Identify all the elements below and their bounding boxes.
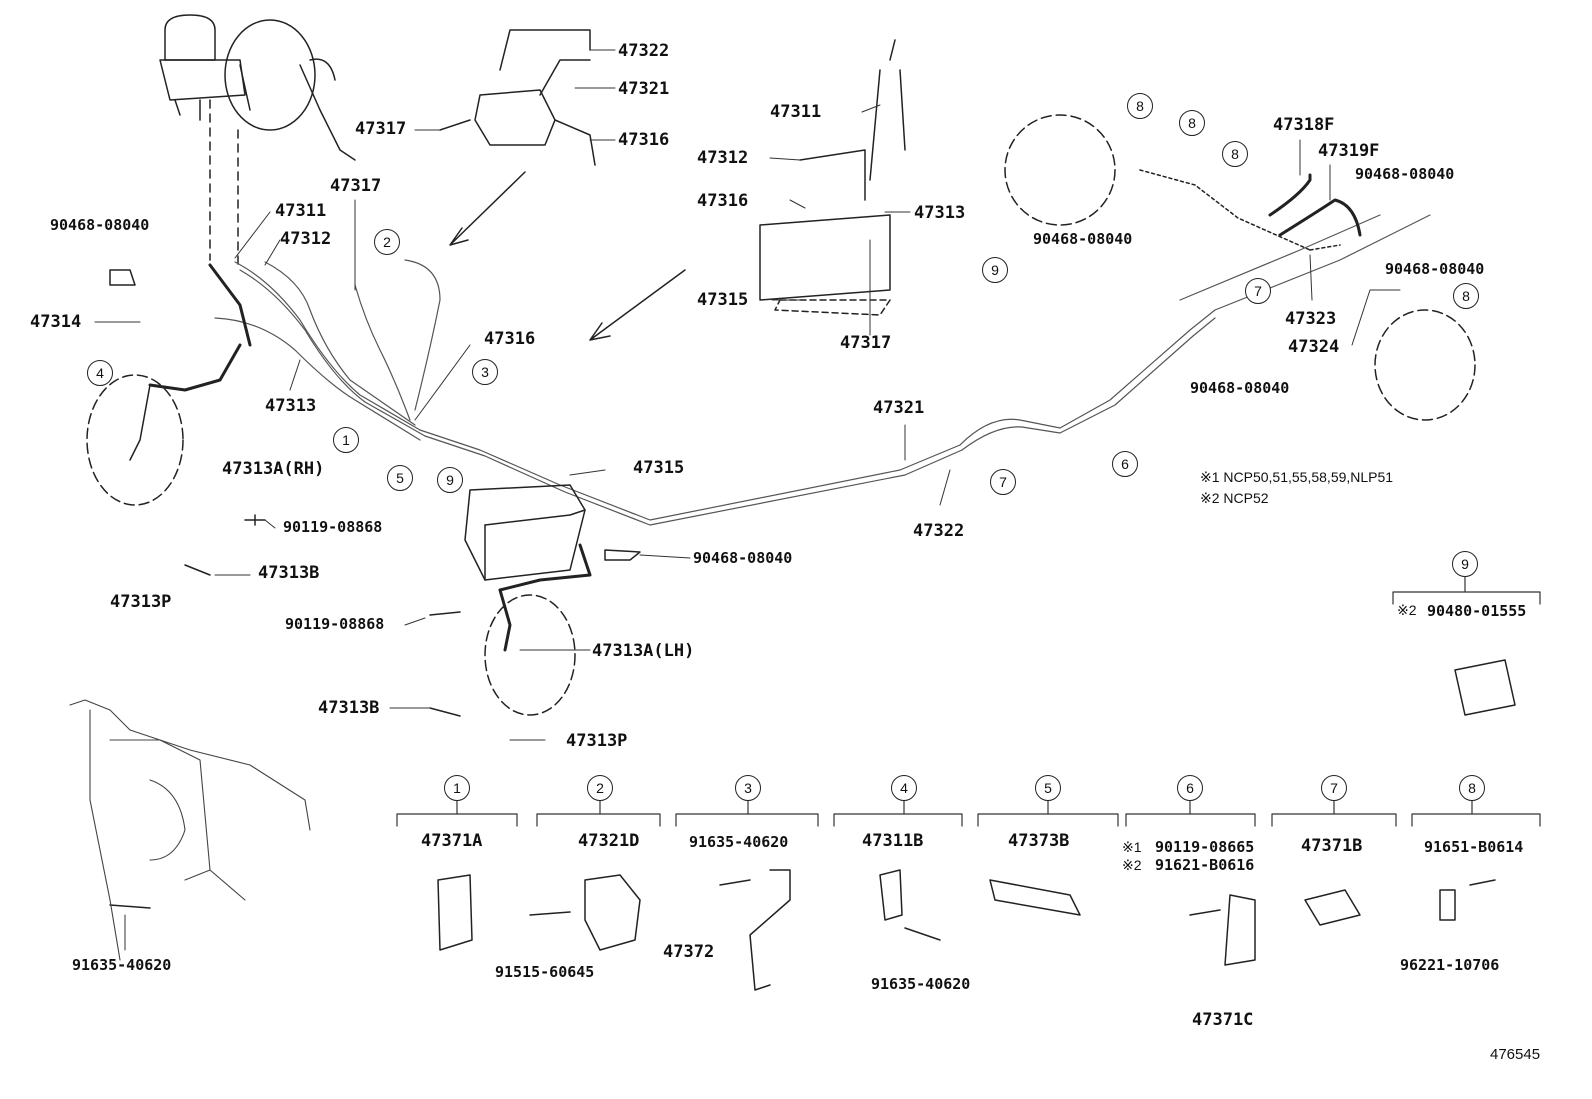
tube-bundle-left xyxy=(214,259,1216,526)
leader-lines xyxy=(94,49,1401,951)
callout-47316-top: 47316 xyxy=(618,130,670,150)
callout-47316-inset: 47316 xyxy=(697,191,749,211)
callout-90468-mid: 90468-08040 xyxy=(693,549,793,567)
master-cylinder-illustration xyxy=(159,14,356,161)
ref-circle-8a: 8 xyxy=(1127,93,1153,119)
valve-illustration xyxy=(439,29,596,166)
inset-bracket-illustration xyxy=(759,39,906,316)
legend-part-91635-4: 91635-40620 xyxy=(871,975,971,993)
callout-47322-top: 47322 xyxy=(618,41,670,61)
callout-47319f: 47319F xyxy=(1318,141,1380,161)
callout-91635-bl: 91635-40620 xyxy=(72,956,172,974)
callout-90468-r2: 90468-08040 xyxy=(1033,230,1133,248)
figure-number: 476545 xyxy=(1490,1046,1541,1063)
legend-brackets xyxy=(396,576,1541,827)
legend-part-47371b: 47371B xyxy=(1301,836,1363,856)
ref-circle-8b: 8 xyxy=(1179,110,1205,136)
callout-90468-ul: 90468-08040 xyxy=(50,216,150,234)
body-panel-illustration xyxy=(69,699,311,961)
legend-circle-8: 8 xyxy=(1459,775,1485,801)
box9-circle: 9 xyxy=(1452,551,1478,577)
callout-47317-left: 47317 xyxy=(330,176,382,196)
legend-circle-4: 4 xyxy=(891,775,917,801)
legend-circle-1: 1 xyxy=(444,775,470,801)
callout-47313p-lh: 47313P xyxy=(566,731,628,751)
callout-47318f: 47318F xyxy=(1273,115,1335,135)
legend-part-47372: 47372 xyxy=(663,942,715,962)
callout-47316-mid: 47316 xyxy=(484,329,536,349)
ref-circle-1: 1 xyxy=(333,427,359,453)
bolts-clips xyxy=(109,269,641,909)
note-1: ※1 NCP50,51,55,58,59,NLP51 xyxy=(1200,469,1394,485)
ref-circle-7b: 7 xyxy=(1245,278,1271,304)
legend-part-47373b: 47373B xyxy=(1008,831,1070,851)
legend-part-47311b: 47311B xyxy=(862,831,924,851)
rear-wheel-outline xyxy=(1004,114,1116,226)
ref-circle-8d: 8 xyxy=(1453,283,1479,309)
callout-47313b-lh: 47313B xyxy=(318,698,380,718)
callout-47322-mid: 47322 xyxy=(913,521,965,541)
ref-circle-8c: 8 xyxy=(1222,141,1248,167)
ref-circle-6: 6 xyxy=(1112,451,1138,477)
callout-47321-top: 47321 xyxy=(618,79,670,99)
ref-circle-2: 2 xyxy=(374,229,400,255)
legend-mark-6-1: ※1 xyxy=(1122,839,1142,855)
legend-part-47321d: 47321D xyxy=(578,831,640,851)
box9-part: 90480-01555 xyxy=(1427,602,1527,620)
callout-47311-left: 47311 xyxy=(275,201,327,221)
callout-47315-mid: 47315 xyxy=(633,458,685,478)
callout-47321-mid: 47321 xyxy=(873,398,925,418)
callout-47313a-rh: 47313A(RH) xyxy=(222,459,325,479)
callout-47323: 47323 xyxy=(1285,309,1337,329)
callout-90468-r4: 90468-08040 xyxy=(1190,379,1290,397)
callout-47312-inset: 47312 xyxy=(697,148,749,168)
callout-47315-inset: 47315 xyxy=(697,290,749,310)
ref-circle-7a: 7 xyxy=(990,469,1016,495)
legend-part-91635-3: 91635-40620 xyxy=(689,833,789,851)
legend-mark-6-2: ※2 xyxy=(1122,857,1142,873)
legend-part-91651: 91651-B0614 xyxy=(1424,838,1524,856)
callout-47324: 47324 xyxy=(1288,337,1340,357)
legend-circle-5: 5 xyxy=(1035,775,1061,801)
abs-actuator-illustration xyxy=(464,484,586,581)
box9-mark: ※2 xyxy=(1397,602,1417,618)
ref-circle-9b: 9 xyxy=(982,257,1008,283)
callout-90119-lh: 90119-08868 xyxy=(285,615,385,633)
callout-90468-r3: 90468-08040 xyxy=(1385,260,1485,278)
ref-circle-3: 3 xyxy=(472,359,498,385)
callout-47312-left: 47312 xyxy=(280,229,332,249)
front-hose-rh xyxy=(208,263,252,347)
legend-part-47371c: 47371C xyxy=(1192,1010,1254,1030)
callout-47313b-rh: 47313B xyxy=(258,563,320,583)
ref-circle-9a: 9 xyxy=(437,467,463,493)
ref-circle-5: 5 xyxy=(387,465,413,491)
legend-circle-2: 2 xyxy=(587,775,613,801)
callout-47317-inset: 47317 xyxy=(840,333,892,353)
callout-47313-left: 47313 xyxy=(265,396,317,416)
legend-part-47371a: 47371A xyxy=(421,831,483,851)
callout-47317-top: 47317 xyxy=(355,119,407,139)
legend-part-91515: 91515-60645 xyxy=(495,963,595,981)
legend-circle-6: 6 xyxy=(1177,775,1203,801)
legend-circle-7: 7 xyxy=(1321,775,1347,801)
pointer-arrow-1 xyxy=(449,171,526,246)
callout-90119-rh: 90119-08868 xyxy=(283,518,383,536)
legend-part-sketches xyxy=(437,659,1516,991)
legend-part-90119-08665: 90119-08665 xyxy=(1155,838,1255,856)
callout-90468-r1: 90468-08040 xyxy=(1355,165,1455,183)
legend-part-91621: 91621-B0616 xyxy=(1155,856,1255,874)
legend-part-96221: 96221-10706 xyxy=(1400,956,1500,974)
callout-47314: 47314 xyxy=(30,312,82,332)
note-2: ※2 NCP52 xyxy=(1200,490,1269,506)
callout-47313a-lh: 47313A(LH) xyxy=(592,641,695,661)
ref-circle-4: 4 xyxy=(87,360,113,386)
callout-47313p-rh: 47313P xyxy=(110,592,172,612)
callout-47313-inset: 47313 xyxy=(914,203,966,223)
pointer-arrow-2 xyxy=(589,269,686,341)
legend-circle-3: 3 xyxy=(735,775,761,801)
callout-47311-inset: 47311 xyxy=(770,102,822,122)
